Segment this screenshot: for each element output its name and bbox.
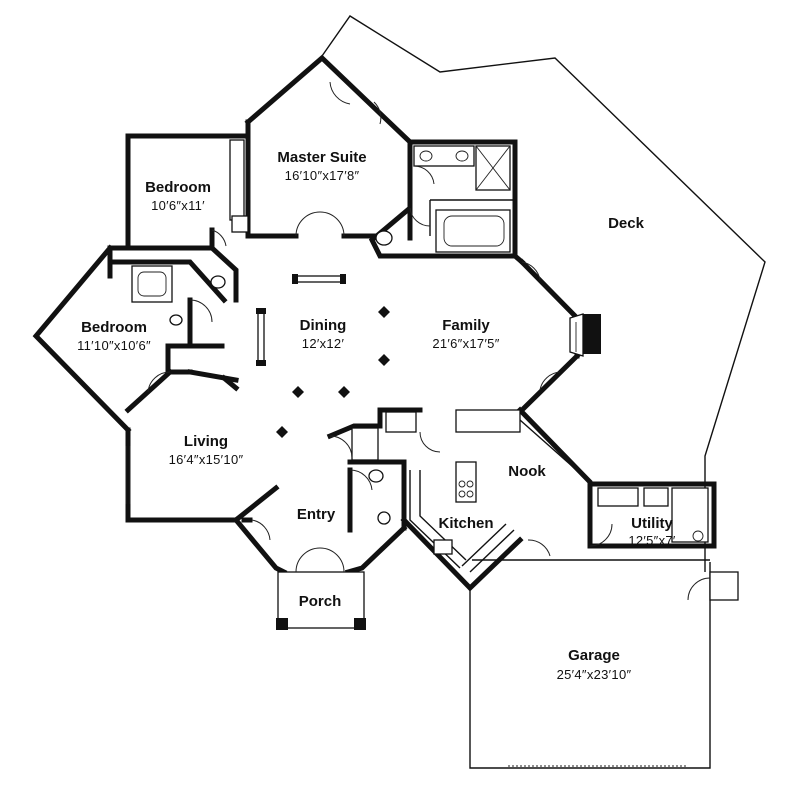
garage-name: Garage [568,647,620,664]
deck-name: Deck [608,215,645,232]
dining-name: Dining [300,317,347,334]
bedroom-1-dim: 10′6″x11′ [151,198,205,213]
bedroom-2-name: Bedroom [81,319,147,336]
bedroom-1-name: Bedroom [145,179,211,196]
dining-columns [220,274,390,438]
master-suite-name: Master Suite [277,149,366,166]
utility-name: Utility [631,515,673,532]
master-suite-dim: 16′10″x17′8″ [285,168,360,183]
dining-dim: 12′x12′ [302,336,345,351]
living-name: Living [184,433,228,450]
family-name: Family [442,317,490,334]
nook-name: Nook [508,463,546,480]
deck-outline [321,15,766,572]
interior-walls [107,139,709,573]
living-dim: 16′4″x15′10″ [169,452,244,467]
utility-dim: 12′5″x7′ [628,533,676,548]
room-labels: Master Suite 16′10″x17′8″ Bedroom 10′6″x… [77,149,676,682]
bedroom-2-dim: 11′10″x10′6″ [77,338,151,353]
porch-name: Porch [299,593,342,610]
family-dim: 21′6″x17′5″ [432,336,499,351]
door-swings [147,81,613,573]
fixtures [131,145,511,555]
kitchen-name: Kitchen [438,515,493,532]
entry-name: Entry [297,506,336,523]
fireplace [583,314,601,354]
windows [125,160,577,504]
kitchen-island [455,461,477,503]
garage-dim: 25′4″x23′10″ [557,667,632,682]
